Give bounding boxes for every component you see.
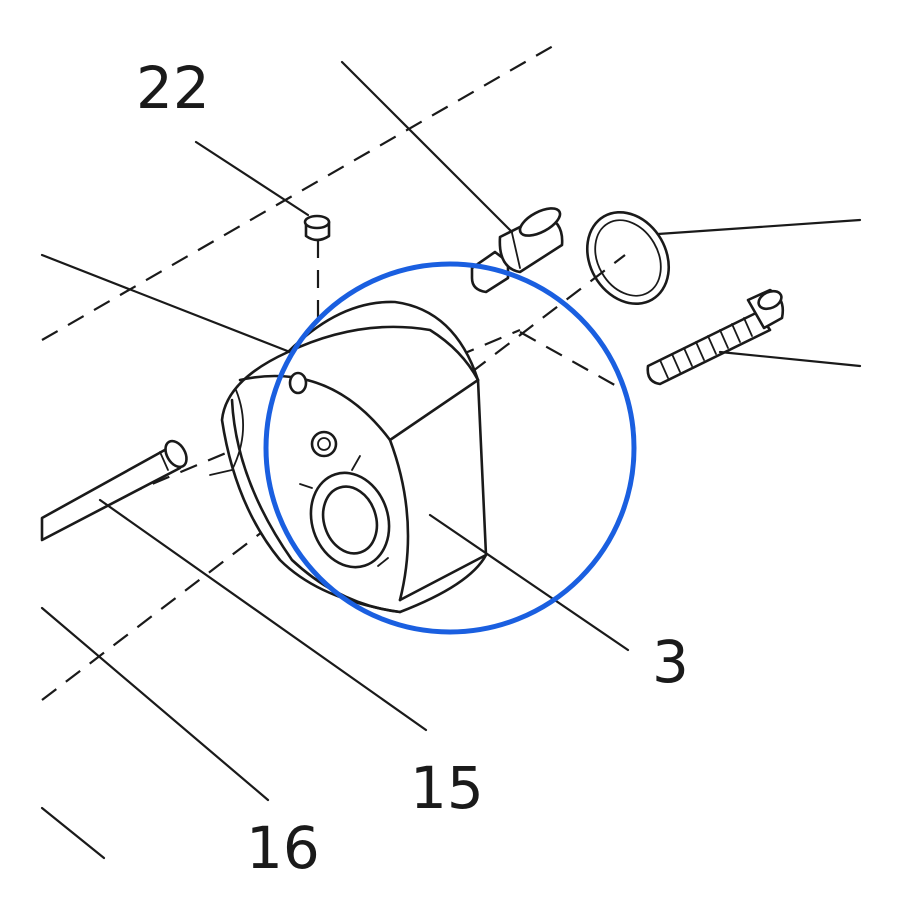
- leader-lines: [40, 60, 862, 860]
- callout-3: 3: [652, 628, 689, 696]
- part-15-rod: [40, 439, 188, 542]
- highlight-circle: [263, 261, 637, 635]
- callout-22: 22: [136, 54, 210, 122]
- shaft-sleeve-part: [470, 207, 564, 294]
- callout-16: 16: [246, 814, 320, 882]
- o-ring-part: [585, 210, 671, 306]
- screw-part: [646, 288, 785, 386]
- screw-thread: [659, 317, 753, 379]
- callout-15: 15: [410, 754, 484, 822]
- part-3-housing: [209, 300, 488, 614]
